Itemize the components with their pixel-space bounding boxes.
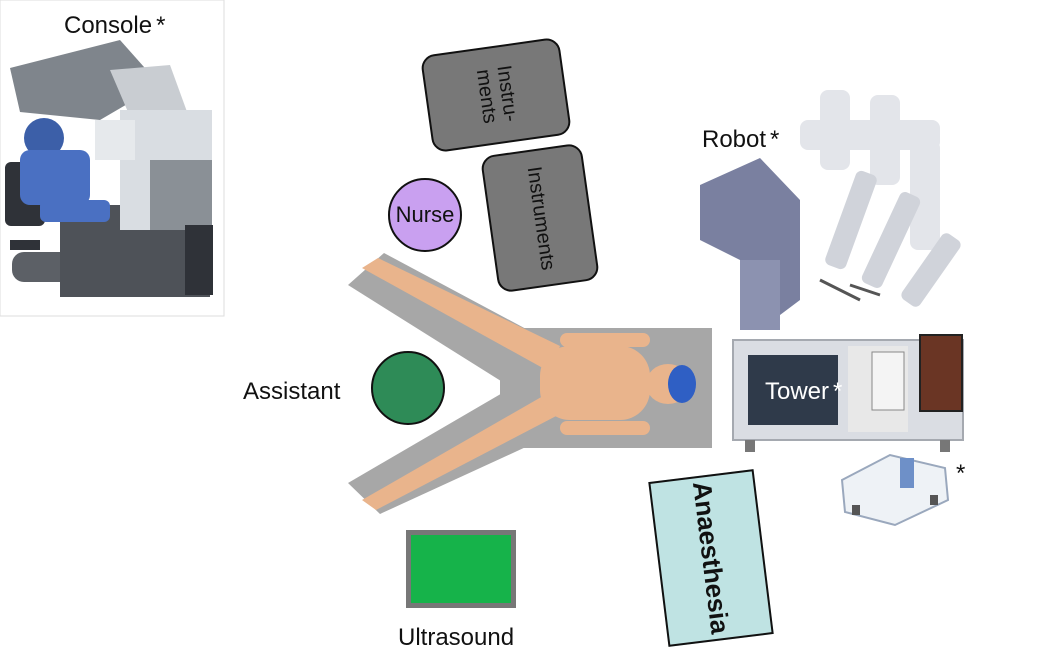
ultrasound-unit (406, 530, 516, 608)
nurse-position: Nurse (388, 178, 462, 252)
robot-label-text: Robot (702, 126, 767, 153)
console-asterisk: * (156, 12, 166, 39)
robot-asterisk: * (770, 126, 780, 153)
small-cart-asterisk: * (956, 460, 966, 487)
assistant-position (371, 351, 445, 425)
robot-label: Robot* (702, 128, 779, 152)
nurse-label: Nurse (395, 202, 455, 227)
tower-label-text: Tower (765, 378, 830, 405)
tower-asterisk: * (833, 378, 843, 405)
tower-label: Tower* (765, 380, 842, 404)
console-label: Console* (64, 14, 165, 38)
ultrasound-label: Ultrasound (398, 624, 515, 651)
console-label-text: Console (64, 12, 153, 39)
assistant-label: Assistant (243, 378, 341, 405)
